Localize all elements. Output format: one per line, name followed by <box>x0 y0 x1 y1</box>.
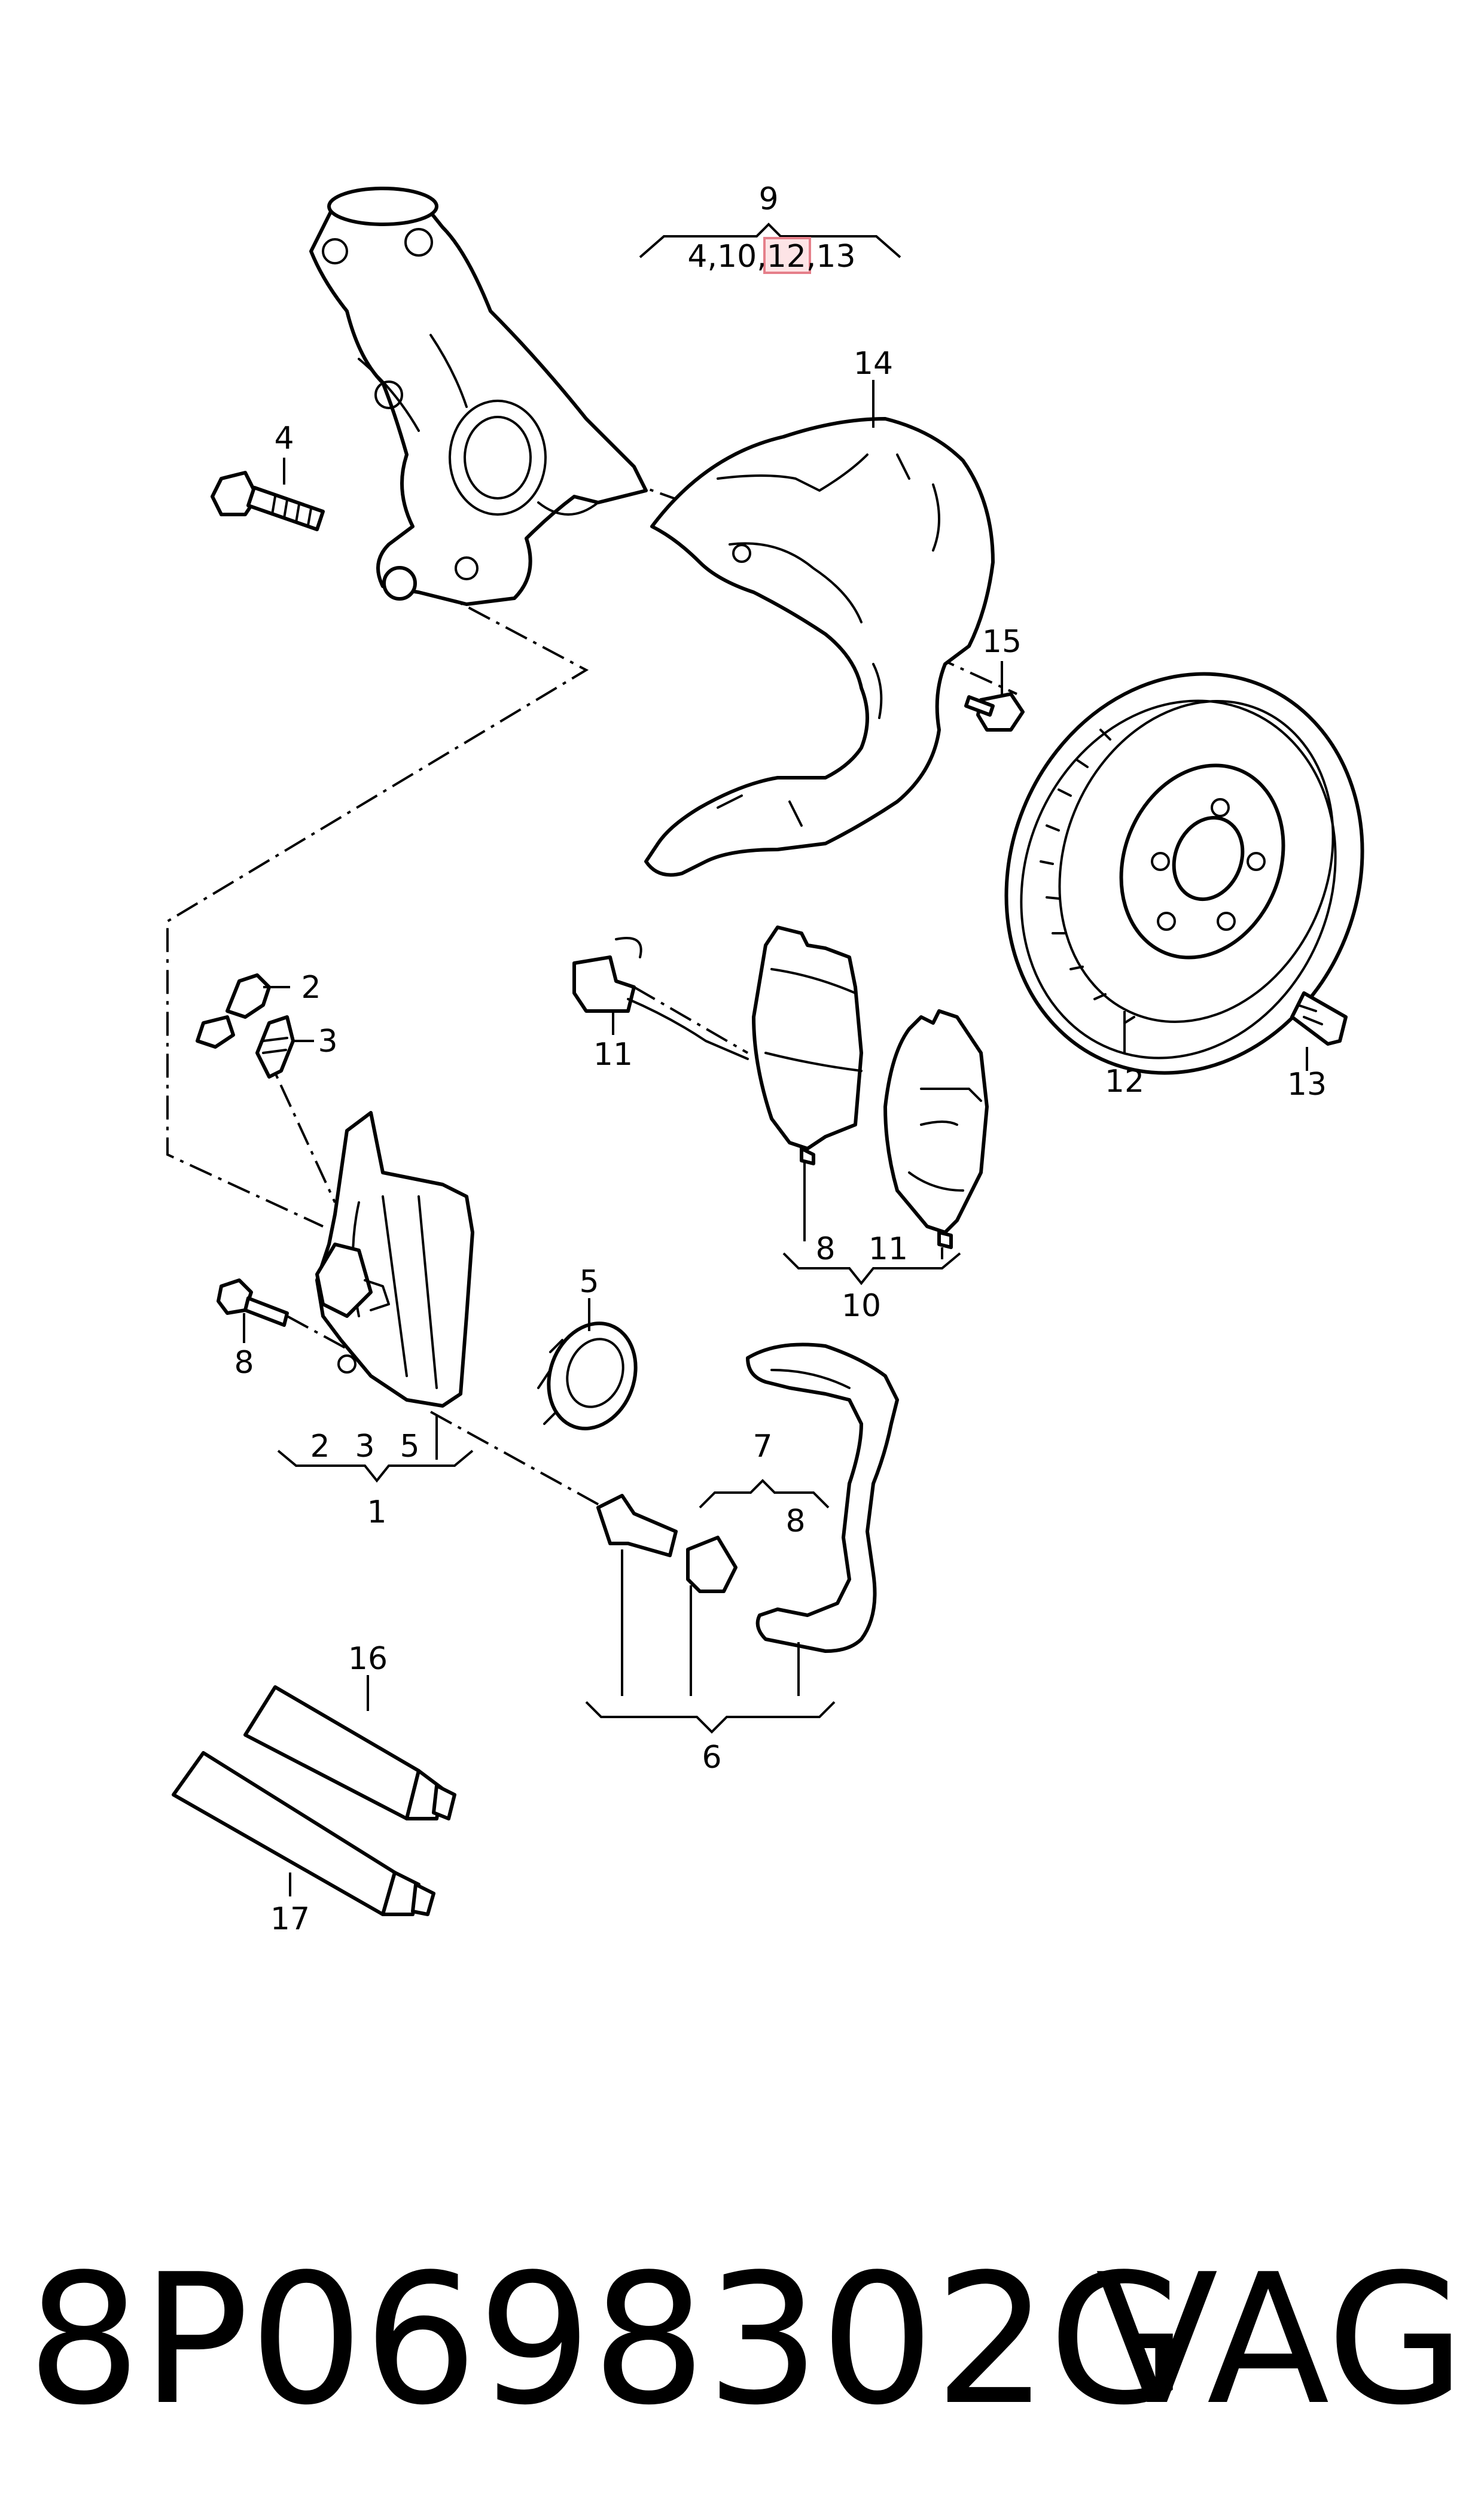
grease-tube-17 <box>172 1751 435 1916</box>
label-8-spring: 8 <box>785 1503 805 1539</box>
bleed-screw-3 <box>255 1015 295 1079</box>
steering-knuckle <box>309 187 648 606</box>
label-8-pad: 8 <box>815 1231 835 1267</box>
label-1: 1 <box>367 1494 386 1530</box>
braces <box>277 223 961 1734</box>
brake-caliper-1 <box>315 1111 474 1408</box>
wear-sensor-11 <box>572 937 749 1060</box>
bolt-8-left <box>217 1278 289 1327</box>
label-11: 11 <box>593 1037 633 1073</box>
label-16: 16 <box>348 1641 388 1677</box>
bleed-cap-2 <box>196 973 271 1049</box>
label-2-sub: 2 <box>310 1429 330 1464</box>
label-17: 17 <box>270 1901 310 1937</box>
label-3: 3 <box>318 1024 337 1059</box>
label-12: 12 <box>1105 1064 1144 1100</box>
bolt-15 <box>964 692 1025 732</box>
label-5-sub: 5 <box>400 1429 419 1464</box>
label-6: 6 <box>702 1740 721 1776</box>
guide-pin-6 <box>596 1494 738 1593</box>
piston-seal-5 <box>537 1322 638 1430</box>
label-group-a: 4,10, <box>687 239 766 275</box>
screw-13 <box>1290 991 1348 1046</box>
anti-rattle-bracket-7 <box>746 1342 899 1653</box>
label-5: 5 <box>579 1264 599 1300</box>
label-group-b: ,13 <box>806 239 856 275</box>
leader-lines <box>243 380 1308 1896</box>
label-9: 9 <box>758 181 778 217</box>
label-3-sub: 3 <box>355 1429 374 1464</box>
label-2: 2 <box>301 970 321 1006</box>
label-7: 7 <box>752 1429 772 1464</box>
grease-tube-16 <box>243 1685 456 1820</box>
label-8-left: 8 <box>234 1345 254 1381</box>
label-14: 14 <box>854 346 893 382</box>
label-10: 10 <box>842 1288 881 1324</box>
label-9-group: 4,10,12,13 <box>687 239 855 275</box>
label-11-pad: 11 <box>869 1231 908 1267</box>
label-4: 4 <box>274 421 294 456</box>
splash-shield-14 <box>644 417 995 877</box>
callout-labels: 9 4,10,12,13 4 14 15 2 3 11 12 13 8 11 1… <box>234 181 1327 1937</box>
label-13: 13 <box>1287 1067 1327 1103</box>
part-number: 8P0698302G <box>27 2236 1187 2444</box>
label-15: 15 <box>982 624 1022 660</box>
bolt-4 <box>211 471 325 531</box>
brake-pad-outer <box>752 925 863 1165</box>
brake-pad-inner <box>883 1009 989 1249</box>
brand-name: VAG <box>1096 2236 1465 2444</box>
brake-disc-12 <box>1004 672 1364 1075</box>
highlight-12 <box>763 237 811 274</box>
label-group-highlight: 12 <box>767 239 806 275</box>
